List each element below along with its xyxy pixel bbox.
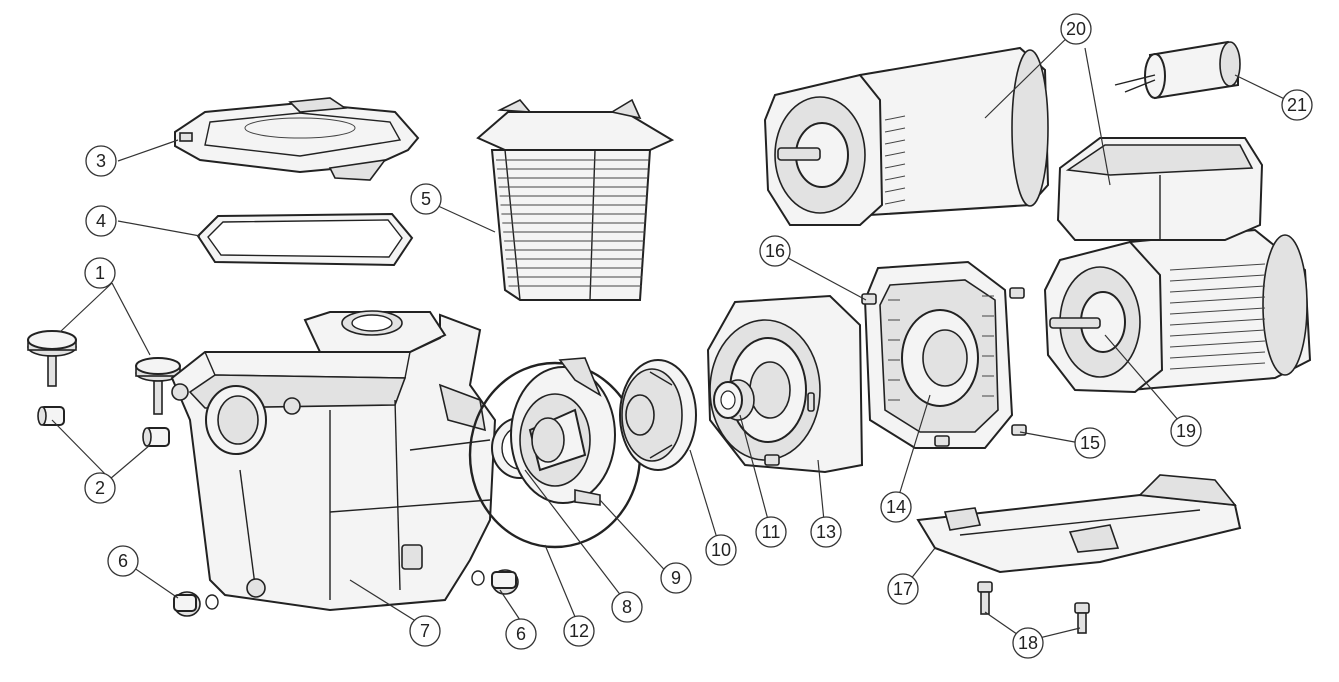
lowerFins-line (1169, 329, 1266, 337)
callout-2: 2 (84, 472, 116, 504)
callout-11-label: 11 (762, 522, 781, 542)
callout-5: 5 (410, 183, 442, 215)
part-4-lid-oring (196, 212, 414, 267)
adapterSlots-line (888, 335, 994, 341)
part-3-lid (174, 97, 420, 181)
callout-6b: 6 (505, 618, 537, 650)
callout-15: 15 (1074, 427, 1106, 459)
callout-18-label: 18 (1018, 633, 1038, 653)
callout-4-label: 4 (96, 211, 106, 231)
motorFins-line (884, 151, 906, 157)
lowerFins-line (1169, 318, 1266, 326)
part-20-motor-upper (763, 46, 1050, 226)
callout-8: 8 (611, 591, 643, 623)
adapterSlots-line (888, 315, 994, 321)
callout-13-label: 13 (816, 522, 836, 542)
part-13-seal-plate (706, 294, 864, 474)
callout-7: 7 (409, 615, 441, 647)
callout-15-label: 15 (1080, 433, 1100, 453)
part-7-pump-housing (170, 310, 497, 612)
callout-20a-label: 20 (1066, 19, 1086, 39)
part-9-diffuser (510, 357, 616, 506)
adapterSlots-line (888, 355, 994, 361)
callout-12: 12 (563, 615, 595, 647)
callout-11: 11 (755, 516, 787, 548)
part-17-base (916, 474, 1242, 574)
callout-8-label: 8 (622, 597, 632, 617)
callout-9: 9 (660, 562, 692, 594)
callout-16: 16 (759, 235, 791, 267)
callout-18: 18 (1012, 627, 1044, 659)
callout-3: 3 (85, 145, 117, 177)
lowerFins-line (1169, 351, 1266, 359)
part-19-motor-lower (1043, 228, 1312, 394)
lowerFins-line (1169, 362, 1266, 370)
part-5-basket (476, 98, 675, 301)
part-1-knobs (27, 330, 181, 415)
callout-3-label: 3 (96, 151, 106, 171)
callout-6a-label: 6 (118, 551, 128, 571)
callout-1-label: 1 (95, 263, 105, 283)
callout-12-label: 12 (569, 621, 589, 641)
callout-5-label: 5 (421, 189, 431, 209)
adapterSlots-line (888, 395, 994, 401)
callout-17: 17 (887, 573, 919, 605)
lowerFins-line (1169, 263, 1266, 271)
motorFins-line (884, 187, 906, 193)
callout-4: 4 (85, 205, 117, 237)
callout-21-label: 21 (1287, 95, 1307, 115)
callout-14-label: 14 (886, 497, 906, 517)
callout-1: 1 (84, 257, 116, 289)
motorFins-line (884, 175, 906, 181)
part-2-sleeves (37, 406, 170, 447)
lowerFins-line (1169, 340, 1266, 348)
callout-13: 13 (810, 516, 842, 548)
callout-10: 10 (705, 534, 737, 566)
part-18-screws (977, 581, 1090, 634)
callout-10-label: 10 (711, 540, 731, 560)
lowerFins-line (1169, 307, 1266, 315)
callout-6b-label: 6 (516, 624, 526, 644)
callout-6a: 6 (107, 545, 139, 577)
callout-21: 21 (1281, 89, 1313, 121)
part-16-bolts (861, 287, 1025, 305)
motorFins-line (884, 115, 906, 121)
motorFins-line (884, 127, 906, 133)
part-6-drain-plugs (173, 569, 519, 617)
callout-19-label: 19 (1176, 421, 1196, 441)
motorFins-line (884, 199, 906, 205)
part-20-terminal-box (1056, 137, 1264, 241)
part-11-mech-seal (713, 379, 755, 421)
adapterSlots-line (888, 375, 994, 381)
callout-14: 14 (880, 491, 912, 523)
lowerFins-line (1169, 274, 1266, 282)
part-21-capacitor (1114, 40, 1241, 100)
callout-7-label: 7 (420, 621, 430, 641)
callout-9-label: 9 (671, 568, 681, 588)
lowerFins-line (1169, 285, 1266, 293)
part-14-motor-adapter (863, 260, 1014, 449)
adapterSlots-line (888, 295, 994, 301)
callout-2-label: 2 (95, 478, 105, 498)
callout-20a: 20 (1060, 13, 1092, 45)
part-10-impeller (619, 359, 697, 471)
callout-16-label: 16 (765, 241, 785, 261)
callout-17-label: 17 (893, 579, 913, 599)
motorFins-line (884, 163, 906, 169)
motorFins-line (884, 139, 906, 145)
callout-19: 19 (1170, 415, 1202, 447)
lowerFins-line (1169, 296, 1266, 304)
